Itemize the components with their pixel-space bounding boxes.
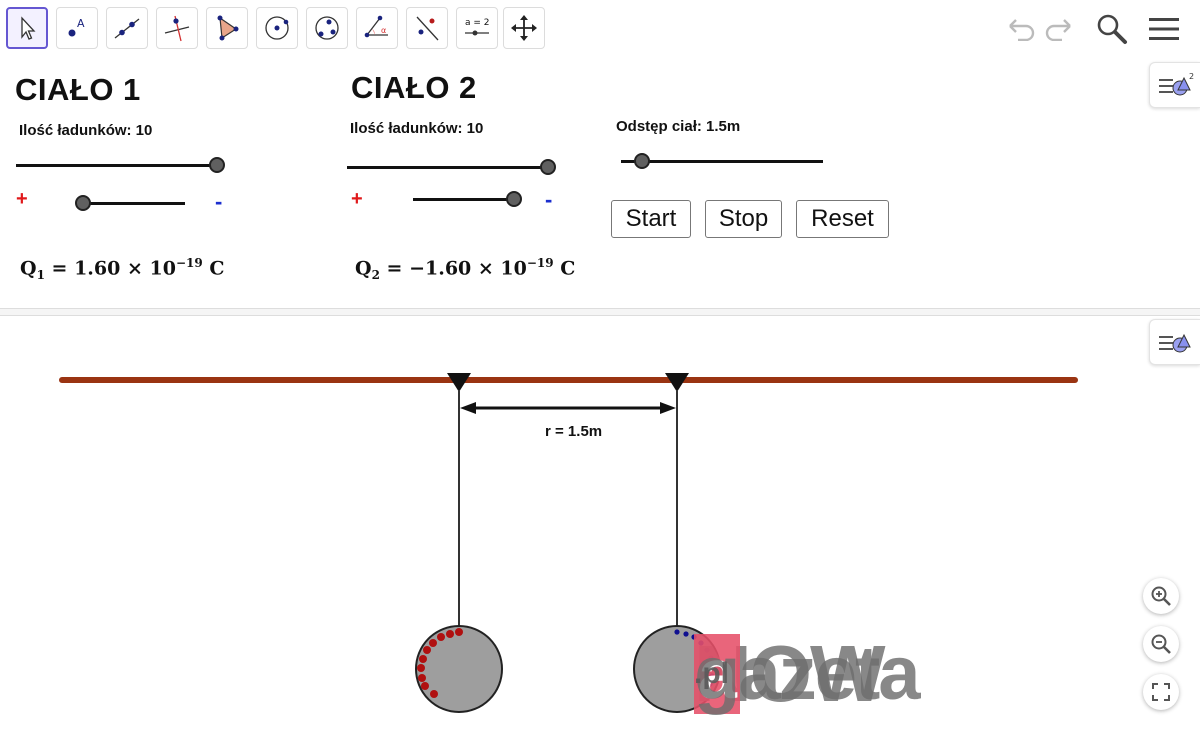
q1-exponent: −19 [175, 256, 203, 270]
body2-charge-count-knob[interactable] [540, 159, 556, 175]
style-bar-toggle-2[interactable]: 2 [1149, 62, 1200, 108]
control-panel: CIAŁO 1 Ilość ładunków: 10 + - Q1 = 1.60… [0, 58, 1200, 309]
zoom-out-button[interactable] [1143, 626, 1179, 662]
distance-arrow-head-right [660, 402, 676, 414]
move-tool-button[interactable] [6, 7, 48, 49]
q2-value: = −1.60 × 10 [386, 257, 527, 280]
zoom-out-icon [1151, 634, 1171, 654]
fullscreen-button[interactable] [1143, 674, 1179, 710]
body2-charge-count-slider[interactable] [347, 166, 550, 169]
polygon-icon [217, 15, 239, 41]
svg-text:a = 2: a = 2 [465, 18, 490, 28]
body2-sign-knob[interactable] [506, 191, 522, 207]
search-button[interactable] [1093, 9, 1131, 49]
menu-button[interactable] [1145, 9, 1183, 49]
svg-text:A: A [77, 17, 85, 30]
sphere-1 [415, 625, 503, 713]
body1-sign-knob[interactable] [75, 195, 91, 211]
body1-charge-count-knob[interactable] [209, 157, 225, 173]
pivot-2 [665, 373, 689, 392]
watermark-a: a [694, 634, 740, 714]
line-icon [114, 18, 140, 39]
undo-button[interactable] [1003, 9, 1037, 49]
style-bar-icon: 2 [1159, 72, 1194, 96]
q1-value: = 1.60 × 10 [51, 257, 176, 280]
body2-charge-count-label: Ilość ładunków: 10 [350, 120, 484, 137]
watermark-pl: .pl [694, 657, 729, 690]
redo-button[interactable] [1043, 9, 1077, 49]
distance-r-label: r = 1.5m [545, 423, 603, 440]
perpendicular-line-icon [164, 15, 190, 42]
style-bar-icon [1159, 333, 1191, 353]
body2-sign-slider[interactable] [413, 198, 515, 201]
q2-exponent: −19 [526, 256, 554, 270]
point-icon: A [68, 17, 85, 37]
perpendicular-line-tool-button[interactable] [156, 7, 198, 49]
watermark-gazeta: gazeta [694, 631, 921, 716]
stop-button[interactable]: Stop [705, 200, 782, 238]
line-tool-button[interactable] [106, 7, 148, 49]
style-bar-toggle-1[interactable] [1149, 319, 1200, 365]
body1-plus-sign: + [16, 188, 28, 210]
slider-tool-button[interactable]: a = 2 [456, 7, 498, 49]
body1-charge-value: Q1 = 1.60 × 10−19 C [20, 256, 224, 282]
body2-minus-sign: - [545, 187, 553, 212]
distance-label: Odstęp ciał: 1.5m [616, 118, 741, 135]
polygon-tool-button[interactable] [206, 7, 248, 49]
sphere-1-charges [417, 628, 463, 698]
q1-unit: C [209, 257, 225, 280]
slider-icon: a = 2 [465, 18, 490, 36]
start-button[interactable]: Start [611, 200, 691, 238]
redo-icon [1045, 19, 1071, 41]
q2-unit: C [560, 257, 576, 280]
body2-plus-sign: + [351, 188, 363, 210]
q2-index: 2 [371, 268, 380, 283]
zoom-in-icon [1151, 586, 1171, 606]
svg-text:2: 2 [1189, 72, 1194, 81]
circle-center-tool-button[interactable] [256, 7, 298, 49]
menu-icon [1149, 18, 1179, 40]
distance-arrow-head-left [460, 402, 476, 414]
move-arrows-icon [511, 15, 537, 41]
body1-sign-slider[interactable] [80, 202, 185, 205]
move-graphics-tool-button[interactable] [503, 7, 545, 49]
q2-symbol: Q [355, 257, 372, 280]
pivot-1 [447, 373, 471, 392]
arrow-cursor-icon [21, 16, 36, 40]
undo-icon [1009, 19, 1035, 41]
reflect-icon [416, 16, 439, 41]
body2-title: CIAŁO 2 [351, 70, 477, 105]
circle-three-points-icon [315, 16, 339, 40]
angle-tool-button[interactable]: α [356, 7, 398, 49]
body1-minus-sign: - [215, 189, 223, 214]
distance-slider[interactable] [621, 160, 823, 163]
body1-charge-count-label: Ilość ładunków: 10 [19, 122, 153, 139]
body1-title: CIAŁO 1 [15, 72, 141, 107]
toolbar: A α a = 2 [0, 0, 1200, 59]
angle-icon: α [364, 15, 388, 38]
distance-knob[interactable] [634, 153, 650, 169]
body1-charge-count-slider[interactable] [16, 164, 218, 167]
body2-charge-value: Q2 = −1.60 × 10−19 C [355, 256, 575, 282]
svg-text:α: α [381, 26, 386, 35]
reflect-tool-button[interactable] [406, 7, 448, 49]
panel-divider[interactable] [0, 308, 1200, 316]
circle-three-points-tool-button[interactable] [306, 7, 348, 49]
search-icon [1097, 14, 1127, 44]
q1-index: 1 [36, 268, 45, 283]
reset-button[interactable]: Reset [796, 200, 889, 238]
fullscreen-icon [1152, 683, 1170, 701]
zoom-in-button[interactable] [1143, 578, 1179, 614]
circle-center-icon [265, 16, 289, 40]
q1-symbol: Q [20, 257, 37, 280]
point-tool-button[interactable]: A [56, 7, 98, 49]
